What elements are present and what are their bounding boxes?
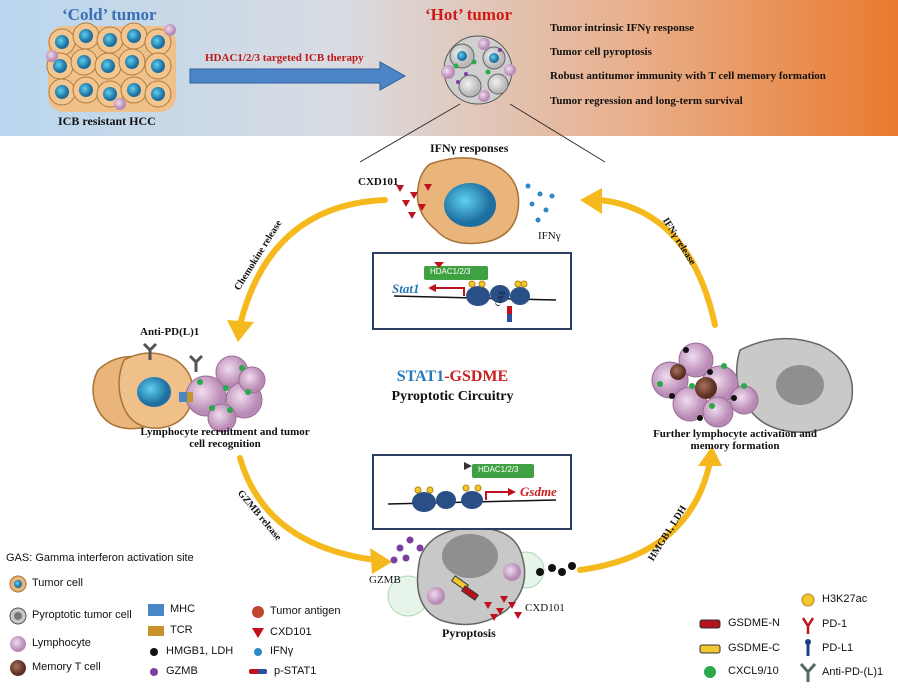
legend-hmgb1: HMGB1, LDH [166, 645, 234, 657]
therapy-arrow [189, 61, 407, 91]
legend-tcr: TCR [170, 624, 193, 636]
center-title: STAT1-GSDME [360, 368, 545, 386]
legend-pstat1: p-STAT1 [274, 665, 317, 677]
hdac-label-gsdme: HDAC1/2/3 [478, 465, 519, 474]
legend-gsdme-c: GSDME-C [728, 642, 780, 654]
center-title-stat1: STAT1 [396, 368, 445, 385]
cxd101-label-bottom: CXD101 [525, 602, 565, 614]
stat1-promoter-box: HDAC1/2/3 Stat1 GAS [372, 252, 572, 330]
cold-tumor-cluster [46, 22, 176, 112]
ifng-dots-top [525, 183, 555, 223]
legend-pdl1: PD-L1 [822, 642, 854, 654]
cycle-arrows [237, 197, 718, 573]
legend-tumor-cell: Tumor cell [32, 577, 83, 589]
therapy-label: HDAC1/2/3 targeted ICB therapy [205, 52, 364, 64]
left-stage-caption: Lymphocyte recruitment and tumor cell re… [140, 426, 310, 450]
gsdme-gene-label: Gsdme [520, 484, 557, 499]
gas-definition-note: GAS: Gamma interferon activation site [6, 552, 194, 564]
legend-h3k27ac: H3K27ac [822, 593, 868, 605]
cold-tumor-caption: ICB resistant HCC [58, 114, 156, 128]
legend-memory-t-cell: Memory T cell [32, 661, 101, 673]
legend-pyroptotic-cell: Pyroptotic tumor cell [32, 609, 132, 621]
cxd101-markers-top [396, 184, 432, 219]
ifng-tumor-cell [416, 157, 520, 245]
left-cell-group [92, 342, 266, 433]
gzmb-label: GZMB [369, 574, 401, 586]
cold-tumor-title: ‘Cold’ tumor [62, 5, 157, 24]
legend-gsdme-n: GSDME-N [728, 617, 780, 629]
hot-outcome-item: Tumor intrinsic IFNγ response [550, 22, 694, 34]
hot-outcome-item: Tumor cell pyroptosis [550, 46, 652, 58]
gzmb-dots [390, 536, 424, 564]
hdac-label-stat1: HDAC1/2/3 [430, 267, 471, 276]
legend-gzmb: GZMB [166, 665, 198, 677]
right-cell-group [651, 337, 854, 433]
gsdme-promoter-box: HDAC1/2/3 Gsdme [372, 454, 572, 530]
cxd101-markers-bottom [484, 596, 522, 621]
pyroptosis-cell [387, 527, 545, 626]
stat1-gene-label: Stat1 [392, 281, 420, 296]
anti-pdl1-label: Anti-PD(L)1 [140, 326, 200, 338]
legend-cxcl910: CXCL9/10 [728, 665, 779, 677]
center-title-gsdme: -GSDME [444, 368, 509, 385]
legend-tumor-antigen: Tumor antigen [270, 605, 341, 617]
hot-tumor-cluster [441, 35, 516, 105]
cycle-arrowheads [227, 188, 722, 574]
ifng-label-top: IFNγ [538, 230, 561, 242]
legend-anti-pdl1: Anti-PD-(L)1 [822, 666, 884, 678]
zoom-line-left [359, 103, 461, 163]
hmgb1-dots [536, 562, 576, 576]
legend-ifng: IFNγ [270, 645, 294, 657]
hot-outcome-item: Robust antitumor immunity with T cell me… [550, 70, 826, 82]
legend-pd1: PD-1 [822, 618, 848, 630]
hot-tumor-title: ‘Hot’ tumor [425, 5, 513, 24]
hot-outcome-item: Tumor regression and long-term survival [550, 95, 743, 107]
legend-mhc: MHC [170, 603, 196, 615]
legend-lymphocyte: Lymphocyte [32, 637, 91, 649]
legend-symbols [9, 575, 817, 682]
legend-cxd101: CXD101 [270, 626, 312, 638]
zoom-line-right [509, 103, 606, 163]
center-subtitle: Pyroptotic Circuitry [391, 389, 514, 404]
ifng-responses-title: IFNγ responses [430, 141, 509, 155]
right-stage-caption: Further lymphocyte activation and memory… [653, 428, 817, 452]
cxd101-label-top: CXD101 [358, 176, 399, 188]
pyroptosis-caption: Pyroptosis [442, 626, 496, 640]
